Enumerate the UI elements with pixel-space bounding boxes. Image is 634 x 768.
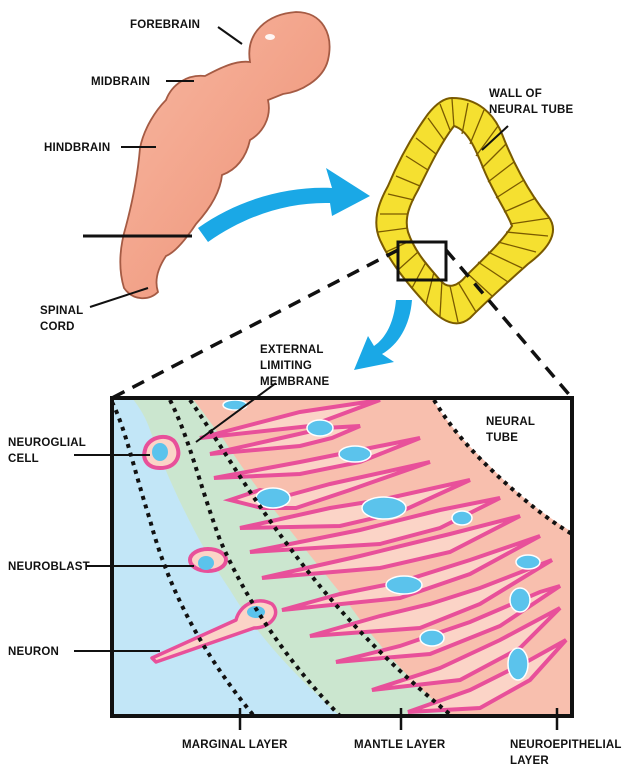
neural-tube-label-line2: TUBE	[486, 432, 518, 444]
marginal-mantle-boundary	[168, 399, 342, 718]
wall-of-neural-tube-leader	[481, 125, 509, 151]
forebrain-leader	[217, 26, 243, 45]
neuroglial-cell	[142, 434, 181, 471]
wall-of-neural-tube-label-line2: NEURAL TUBE	[489, 104, 574, 116]
arrow-to-cross-section	[198, 168, 370, 242]
magnified-detail-frame	[110, 396, 574, 718]
spinal-cord-label-line1: SPINAL	[40, 305, 83, 317]
wall-of-neural-tube-label-line1: WALL OF	[489, 88, 542, 100]
external-limiting-membrane-label-line3: MEMBRANE	[260, 376, 329, 388]
brain-outline	[119, 11, 331, 300]
zoom-line-left	[111, 248, 399, 400]
external-limiting-membrane-line	[110, 401, 256, 718]
neural-tube-label-line1: NEURAL	[486, 416, 535, 428]
neural-tube-cross-section	[375, 96, 554, 325]
mantle-neuroepithelial-boundary	[188, 398, 454, 718]
arrow-to-detail	[354, 300, 412, 370]
neuroepithelial-layer-label-line2: LAYER	[510, 755, 549, 767]
hindbrain-label: HINDBRAIN	[44, 142, 110, 154]
spinal-cord-leader	[89, 287, 149, 308]
tube-wall-cell-lines	[377, 98, 551, 323]
neuroepithelial-nuclei	[222, 399, 541, 681]
external-limiting-membrane-label-line2: LIMITING	[260, 360, 312, 372]
lumen-region	[432, 398, 572, 532]
neuron-label: NEURON	[8, 646, 59, 658]
magnified-detail	[112, 398, 572, 716]
neuroglial-cell-label-line1: NEUROGLIAL	[8, 437, 86, 449]
brain-highlight	[265, 34, 275, 40]
neuroblast-cell	[188, 547, 228, 573]
mantle-layer-label: MANTLE LAYER	[354, 739, 446, 751]
tube-lumen	[405, 124, 514, 287]
embryonic-brain	[119, 11, 331, 300]
neuroepithelial-layer-label-line1: NEUROEPITHELIAL	[510, 739, 622, 751]
neuroglial-cell-label-line2: CELL	[8, 453, 39, 465]
spinal-cord-label-line2: CORD	[40, 321, 75, 333]
marginal-layer-label: MARGINAL LAYER	[182, 739, 288, 751]
external-limiting-membrane-leader	[195, 382, 277, 443]
forebrain-label: FOREBRAIN	[130, 19, 200, 31]
neuron-cell	[150, 599, 278, 664]
zoom-line-right	[444, 248, 574, 400]
neuroblast-label: NEUROBLAST	[8, 561, 90, 573]
neural-tube-lumen-boundary	[432, 398, 574, 536]
midbrain-label: MIDBRAIN	[91, 76, 150, 88]
magnified-region-box	[396, 240, 448, 282]
external-limiting-membrane-label-line1: EXTERNAL	[260, 344, 324, 356]
